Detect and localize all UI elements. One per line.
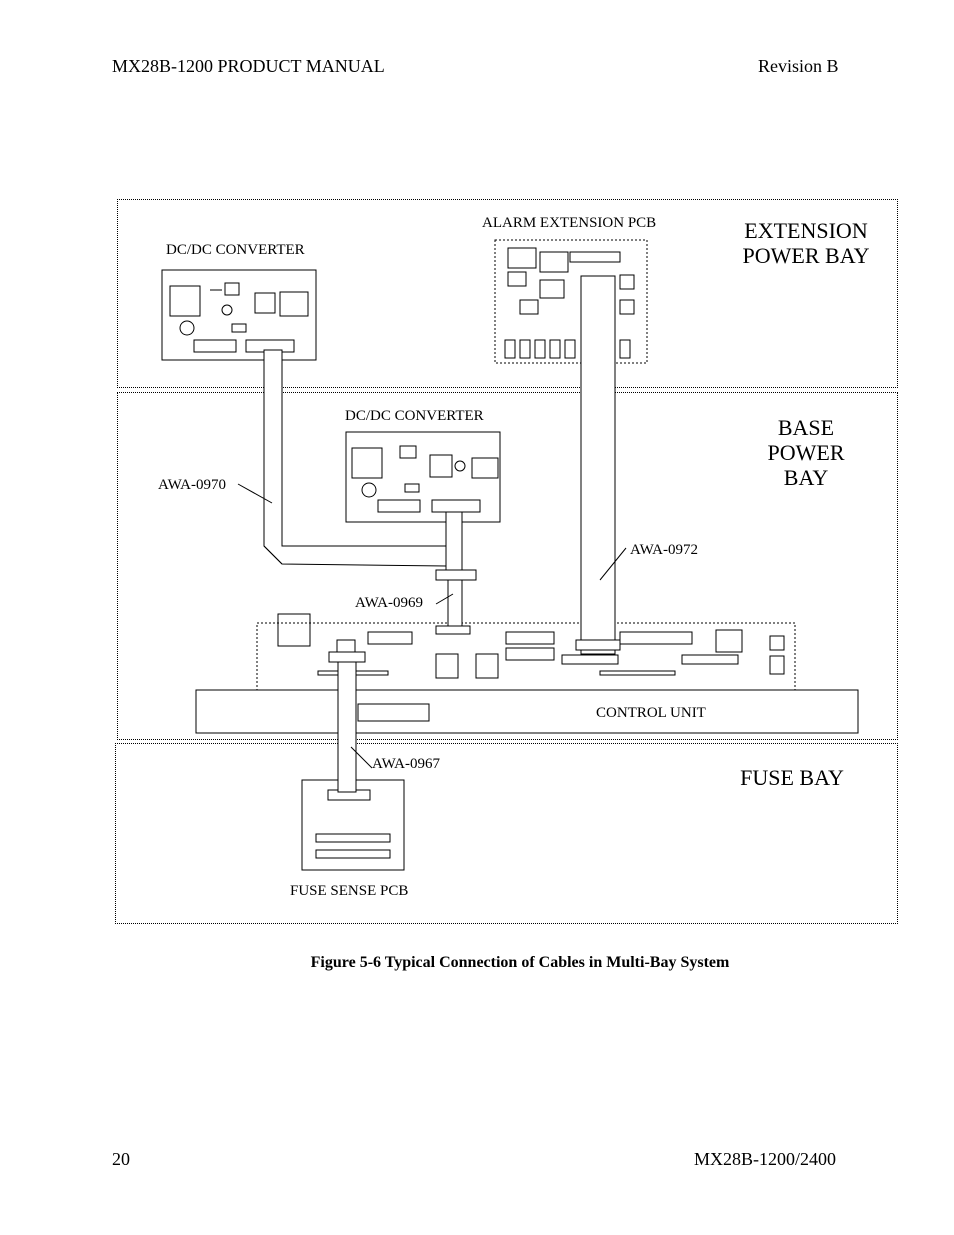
label-dcdc-base: DC/DC CONVERTER <box>345 408 484 424</box>
leader-awa-0970 <box>237 483 273 504</box>
figure-caption: Figure 5-6 Typical Connection of Cables … <box>310 954 730 971</box>
header-revision: Revision B <box>758 56 839 76</box>
extension-power-bay <box>117 199 898 388</box>
cable-awa-0972 <box>575 275 621 655</box>
footer-page-number: 20 <box>112 1149 130 1169</box>
label-awa-0967: AWA-0967 <box>372 756 440 772</box>
base-bay-title: BASE POWER BAY <box>767 415 845 490</box>
label-awa-0970: AWA-0970 <box>158 477 226 493</box>
label-alarm-pcb: ALARM EXTENSION PCB <box>482 215 657 231</box>
label-awa-0969: AWA-0969 <box>355 595 423 611</box>
leader-awa-0969 <box>435 593 454 605</box>
alarm-extension-pcb-board <box>494 239 648 364</box>
base-power-bay <box>117 392 898 740</box>
label-awa-0972: AWA-0972 <box>630 542 698 558</box>
fuse-bay <box>115 743 898 924</box>
leader-awa-0967 <box>350 746 373 769</box>
footer-model: MX28B-1200/2400 <box>694 1149 837 1169</box>
extension-bay-title: EXTENSION POWER BAY <box>742 218 870 268</box>
leader-awa-0972 <box>599 547 627 581</box>
dcdc-converter-top-board <box>161 269 317 361</box>
label-control-unit: CONTROL UNIT <box>596 705 706 721</box>
control-unit-board <box>256 613 796 692</box>
control-unit-slot <box>357 703 430 722</box>
cable-awa-0969 <box>435 511 477 635</box>
control-unit-bar <box>195 689 859 734</box>
label-dcdc-top: DC/DC CONVERTER <box>166 242 305 258</box>
label-fuse-sense: FUSE SENSE PCB <box>290 883 409 899</box>
header-title: MX28B-1200 PRODUCT MANUAL <box>112 56 385 76</box>
fuse-sense-pcb-board <box>301 779 405 871</box>
fuse-bay-title: FUSE BAY <box>740 765 844 790</box>
cable-awa-0967 <box>328 651 366 793</box>
dcdc-converter-base-board <box>345 431 501 523</box>
